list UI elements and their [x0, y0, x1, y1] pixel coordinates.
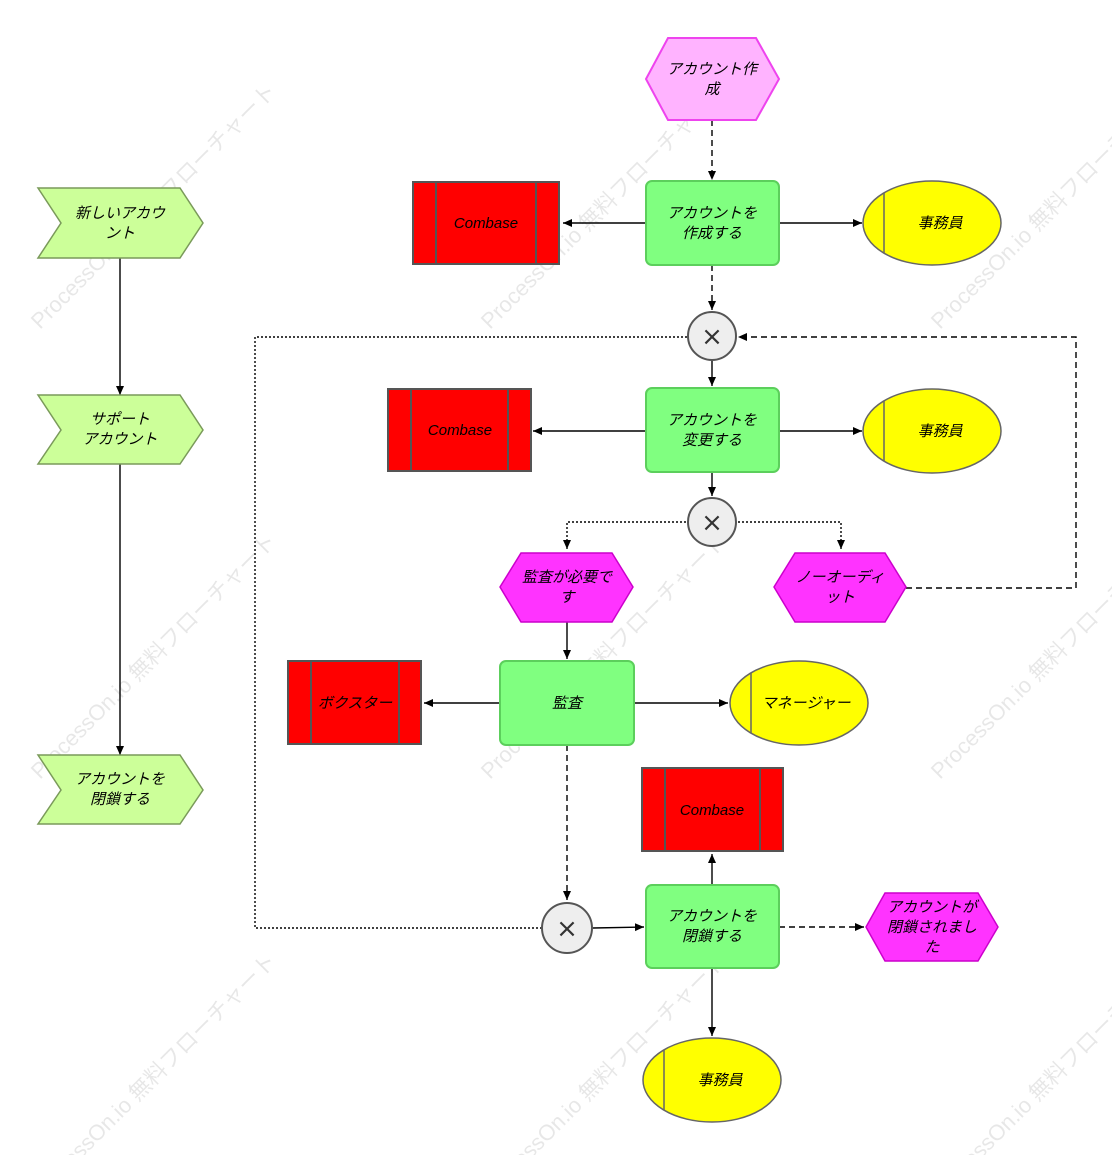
role-clerk-2-label: 事務員	[917, 423, 963, 440]
event-no-audit-line1: ノーオーディ	[796, 569, 885, 586]
event-audit-required[interactable]: 監査が必要で す	[499, 552, 634, 623]
function-create-account[interactable]: アカウントを 作成する	[645, 180, 780, 266]
chevron-support-account-line2: アカウント	[82, 431, 157, 448]
gateway-xor-2[interactable]: ×	[687, 497, 737, 547]
function-change-line1: アカウントを	[667, 412, 757, 429]
chevron-new-account[interactable]: 新しいアカウ ント	[36, 187, 204, 259]
event-create-account-line2: 成	[704, 81, 721, 98]
chevron-close-account-line1: アカウントを	[75, 771, 165, 788]
chevron-support-account-line1: サポート	[90, 411, 150, 428]
function-audit-label: 監査	[552, 695, 584, 712]
system-combase-3[interactable]: Combase	[641, 767, 784, 852]
event-account-closed-line1: アカウントが	[887, 899, 980, 916]
svg-text:ProcessOn.io 無料フローチャート: ProcessOn.io 無料フローチャート	[26, 948, 281, 1155]
gateway-xor-1[interactable]: ×	[687, 311, 737, 361]
function-change-line2: 変更する	[682, 432, 742, 449]
role-clerk-2[interactable]: 事務員	[862, 388, 1002, 474]
edge-gw3-to-close	[592, 923, 645, 932]
event-account-closed-line2: 閉鎖されまし	[887, 919, 977, 936]
role-manager[interactable]: マネージャー	[729, 660, 869, 746]
system-combase-1[interactable]: Combase	[412, 181, 560, 265]
gateway-xor-3[interactable]: ×	[541, 902, 593, 954]
gateway-xor-2-icon: ×	[701, 508, 723, 538]
function-close-line2: 閉鎖する	[682, 928, 742, 945]
event-audit-required-line2: す	[559, 589, 576, 606]
chevron-new-account-line1: 新しいアカウ	[75, 205, 166, 222]
edge-gw2-to-audit-required	[563, 521, 690, 549]
chevron-close-account[interactable]: アカウントを 閉鎖する	[36, 754, 204, 825]
svg-text:ProcessOn.io 無料フローチャート: ProcessOn.io 無料フローチャート	[926, 528, 1112, 783]
svg-text:ProcessOn.io 無料フローチャート: ProcessOn.io 無料フローチャート	[26, 528, 281, 783]
function-audit[interactable]: 監査	[499, 660, 635, 746]
gateway-xor-1-icon: ×	[701, 322, 723, 352]
role-clerk-3-label: 事務員	[697, 1072, 743, 1089]
edge-no-audit-loop	[738, 333, 1077, 589]
chevron-support-account[interactable]: サポート アカウント	[36, 394, 204, 465]
event-account-closed[interactable]: アカウントが 閉鎖されまし た	[865, 892, 999, 962]
event-no-audit[interactable]: ノーオーディ ット	[773, 552, 907, 623]
function-close-account[interactable]: アカウントを 閉鎖する	[645, 884, 780, 969]
function-change-account[interactable]: アカウントを 変更する	[645, 387, 780, 473]
system-boxter[interactable]: ボクスター	[287, 660, 422, 745]
connectors	[116, 120, 1077, 1036]
edge-gw1-to-gw3	[254, 336, 687, 929]
edge-gw2-to-no-audit	[734, 521, 845, 549]
gateway-xor-3-icon: ×	[556, 914, 578, 944]
svg-text:ProcessOn.io 無料フローチャート: ProcessOn.io 無料フローチャート	[926, 948, 1112, 1155]
system-combase-2[interactable]: Combase	[387, 388, 532, 472]
chevron-new-account-line2: ント	[105, 225, 135, 242]
function-create-line2: 作成する	[682, 225, 742, 242]
role-manager-label: マネージャー	[762, 695, 852, 712]
role-clerk-1-label: 事務員	[917, 215, 963, 232]
role-clerk-3[interactable]: 事務員	[642, 1037, 782, 1123]
event-account-closed-line3: た	[924, 939, 940, 956]
event-audit-required-line1: 監査が必要で	[522, 569, 613, 586]
function-create-line1: アカウントを	[667, 205, 757, 222]
event-create-account[interactable]: アカウント作 成	[644, 37, 781, 121]
system-boxter-label: ボクスター	[318, 695, 394, 712]
system-combase-2-label: Combase	[428, 422, 492, 439]
function-close-line1: アカウントを	[667, 908, 757, 925]
system-combase-3-label: Combase	[680, 802, 744, 819]
system-combase-1-label: Combase	[454, 215, 518, 232]
event-create-account-line1: アカウント作	[667, 61, 759, 78]
event-no-audit-line2: ット	[825, 589, 855, 606]
role-clerk-1[interactable]: 事務員	[862, 180, 1002, 266]
chevron-close-account-line2: 閉鎖する	[90, 791, 150, 808]
